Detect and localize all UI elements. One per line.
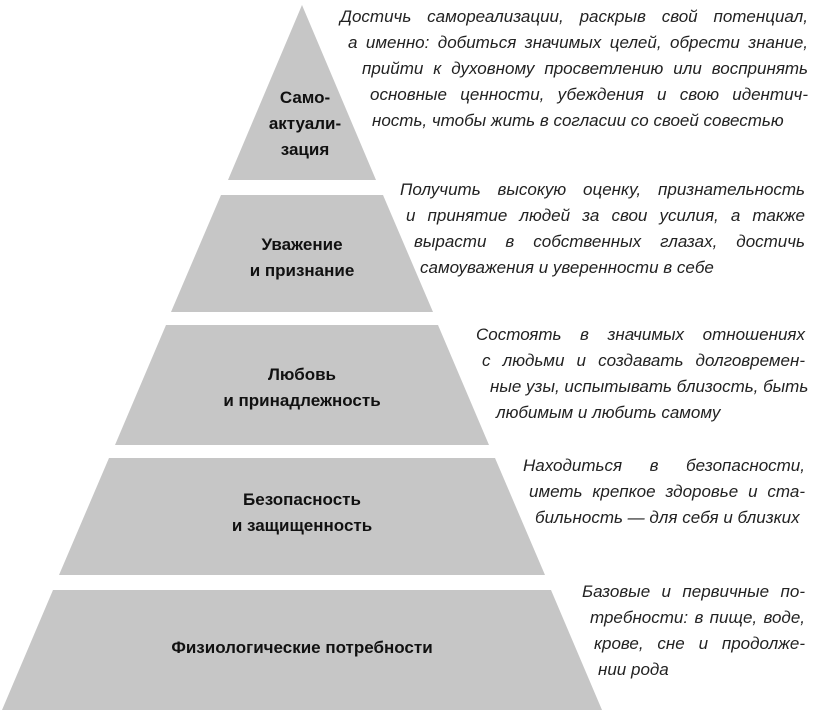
description-line: самоуважения и уверенности в себе <box>420 258 714 277</box>
tier-label-self-actualization: Само- актуали- зация <box>269 85 341 163</box>
label-line: и защищенность <box>231 516 373 535</box>
description-line: крове, сне и продолже- <box>594 634 805 653</box>
description-safety: Находиться в безопасности, иметь крепкое… <box>523 453 805 531</box>
description-line: Находиться в безопасности, <box>523 456 805 475</box>
description-line: бильность — для себя и близких <box>535 508 800 527</box>
tier-physiological <box>2 590 602 710</box>
tier-label-physiological: Физиологические потребности <box>171 635 432 661</box>
description-line: ные узы, испытывать близость, быть <box>490 377 809 396</box>
description-line: Состоять в значимых отношениях <box>476 325 805 344</box>
label-line: Безопасность <box>243 490 361 509</box>
description-line: требности: в пище, воде, <box>590 608 805 627</box>
label-line: и принадлежность <box>223 391 381 410</box>
description-line: прийти к духовному просветлению или восп… <box>362 59 808 78</box>
description-line: Получить высокую оценку, признательность <box>400 180 805 199</box>
description-line: основные ценности, убеждения и свою иден… <box>370 85 808 104</box>
description-line: вырасти в собственных глазах, достичь <box>414 232 805 251</box>
description-line: нии рода <box>598 660 669 679</box>
description-physiological: Базовые и первичные по- требности: в пищ… <box>582 579 805 683</box>
tier-label-esteem: Уважение и признание <box>250 232 355 284</box>
tier-label-safety: Безопасность и защищенность <box>232 487 372 539</box>
description-self-actualization: Достичь самореализации, раскрыв свой пот… <box>340 4 808 134</box>
description-line: с людьми и создавать долговремен- <box>482 351 805 370</box>
label-line: зация <box>280 140 330 159</box>
description-line: а именно: добиться значимых целей, обрес… <box>348 33 808 52</box>
label-line: Само- <box>279 88 331 107</box>
tier-label-love: Любовь и принадлежность <box>223 362 380 414</box>
description-line: ность, чтобы жить в согласии со своей со… <box>372 111 784 130</box>
description-line: Базовые и первичные по- <box>582 582 805 601</box>
label-line: Любовь <box>267 365 336 384</box>
tier-safety <box>59 458 545 575</box>
label-line: актуали- <box>268 114 342 133</box>
label-line: Уважение <box>261 235 343 254</box>
tier-love <box>115 325 489 445</box>
description-love: Состоять в значимых отношениях с людьми … <box>476 322 809 426</box>
label-line: и признание <box>249 261 355 280</box>
description-esteem: Получить высокую оценку, признательность… <box>400 177 805 281</box>
tier-self-actualization <box>228 5 376 180</box>
label-line: Физиологические потребности <box>171 638 433 657</box>
description-line: иметь крепкое здоровье и ста- <box>529 482 805 501</box>
description-line: любимым и любить самому <box>496 403 721 422</box>
description-line: Достичь самореализации, раскрыв свой пот… <box>340 7 808 26</box>
tier-esteem <box>171 195 433 312</box>
description-line: и принятие людей за свои усилия, а также <box>406 206 805 225</box>
